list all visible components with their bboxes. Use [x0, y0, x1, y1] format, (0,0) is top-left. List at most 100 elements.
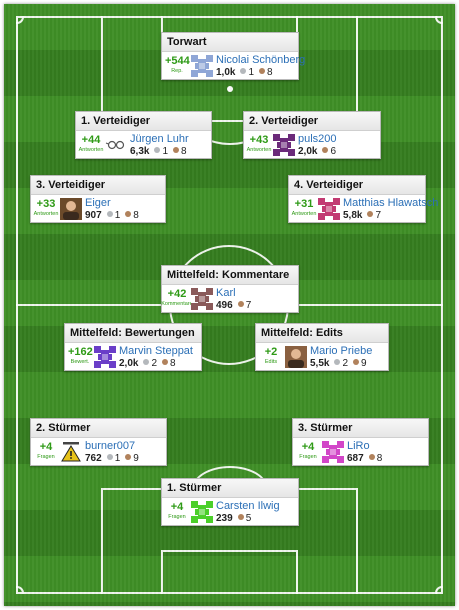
- bronze-badge-count: 7: [245, 300, 252, 311]
- position-title: Mittelfeld: Kommentare: [162, 266, 298, 285]
- user-avatar[interactable]: [273, 134, 295, 156]
- warning-avatar-icon: [60, 441, 82, 467]
- score-value: +4: [170, 501, 184, 513]
- user-avatar[interactable]: [60, 441, 82, 463]
- score-caption: Fragen: [37, 454, 55, 460]
- identicon-icon: [318, 198, 340, 224]
- bronze-badge-count: 9: [133, 453, 139, 464]
- bronze-badge-icon: [322, 147, 329, 153]
- identicon-icon: [94, 346, 116, 372]
- silver-badge-count: 2: [151, 358, 158, 369]
- corner-arc-tr: [435, 16, 443, 24]
- reputation-value: 5,8k: [343, 210, 363, 221]
- user-name-link[interactable]: burner007: [85, 440, 136, 452]
- top-penalty-spot: [227, 86, 233, 92]
- score-caption: Antworten: [78, 147, 104, 153]
- silver-badge-icon: [240, 68, 247, 74]
- user-avatar[interactable]: [94, 346, 116, 368]
- score-value: +4: [39, 441, 53, 453]
- silver-badge-count: 1: [114, 453, 121, 464]
- score-caption: Antworten: [33, 211, 59, 217]
- reputation-value: 1,0k: [216, 67, 236, 78]
- score-caption: Antworten: [291, 211, 317, 217]
- user-avatar[interactable]: [105, 134, 127, 156]
- user-avatar[interactable]: [318, 198, 340, 220]
- user-name-link[interactable]: Matthias Hlawatsch: [343, 197, 439, 209]
- bronze-badge-icon: [173, 147, 180, 153]
- user-name-link[interactable]: LiRo: [347, 440, 370, 452]
- bronze-badge-count: 7: [375, 210, 382, 221]
- silver-badge-count: 1: [114, 210, 121, 221]
- photo-avatar-icon: [285, 346, 307, 372]
- user-avatar[interactable]: [191, 288, 213, 310]
- identicon-icon: [191, 55, 213, 81]
- user-name-link[interactable]: Karl: [216, 287, 236, 299]
- user-avatar[interactable]: [60, 198, 82, 220]
- user-avatar[interactable]: [322, 441, 344, 463]
- bronze-badge-icon: [259, 68, 266, 74]
- score-caption: Edits: [264, 359, 278, 365]
- bottom-goal-area: [161, 550, 298, 594]
- bronze-badge-icon: [237, 301, 244, 307]
- corner-arc-br: [435, 586, 443, 594]
- user-avatar[interactable]: [285, 346, 307, 368]
- reputation-value: 2,0k: [119, 358, 139, 369]
- user-name-link[interactable]: Eiger: [85, 197, 111, 209]
- user-name-link[interactable]: Marvin Steppat: [119, 345, 193, 357]
- score-caption: Rep.: [171, 68, 183, 74]
- reputation-value: 6,3k: [130, 146, 150, 157]
- corner-arc-tl: [16, 16, 24, 24]
- photo-avatar-icon: [60, 198, 82, 224]
- user-name-link[interactable]: Nicolai Schönberg: [216, 54, 306, 66]
- silver-badge-count: 1: [248, 67, 255, 78]
- score-value: +2: [264, 346, 278, 358]
- position-title: 2. Verteidiger: [244, 112, 380, 131]
- user-stats: 5,8k 7: [343, 210, 381, 221]
- bronze-badge-icon: [353, 359, 360, 365]
- position-title: 4. Verteidiger: [289, 176, 425, 195]
- bronze-badge-count: 6: [330, 146, 337, 157]
- position-title: 3. Verteidiger: [31, 176, 165, 195]
- identicon-icon: [273, 134, 295, 160]
- user-avatar[interactable]: [191, 55, 213, 77]
- score-caption: Kommentare: [161, 301, 193, 307]
- user-name-link[interactable]: Jürgen Luhr: [130, 133, 189, 145]
- identicon-icon: [191, 288, 213, 314]
- user-name-link[interactable]: Carsten Ilwig: [216, 500, 280, 512]
- bronze-badge-icon: [237, 514, 244, 520]
- position-title: Mittelfeld: Edits: [256, 324, 388, 343]
- bronze-badge-count: 8: [267, 67, 273, 78]
- score-value: +544: [165, 55, 190, 67]
- reputation-value: 239: [216, 513, 233, 524]
- bronze-badge-count: 5: [245, 513, 252, 524]
- score-value: +42: [167, 288, 187, 300]
- position-title: 1. Verteidiger: [76, 112, 211, 131]
- user-name-link[interactable]: Mario Priebe: [310, 345, 373, 357]
- score-value: +43: [249, 134, 269, 146]
- user-avatar[interactable]: [191, 501, 213, 523]
- position-title: 2. Stürmer: [31, 419, 166, 438]
- reputation-value: 687: [347, 453, 364, 464]
- user-name-link[interactable]: puls200: [298, 133, 337, 145]
- score-caption: Fragen: [168, 514, 186, 520]
- score-value: +162: [68, 346, 93, 358]
